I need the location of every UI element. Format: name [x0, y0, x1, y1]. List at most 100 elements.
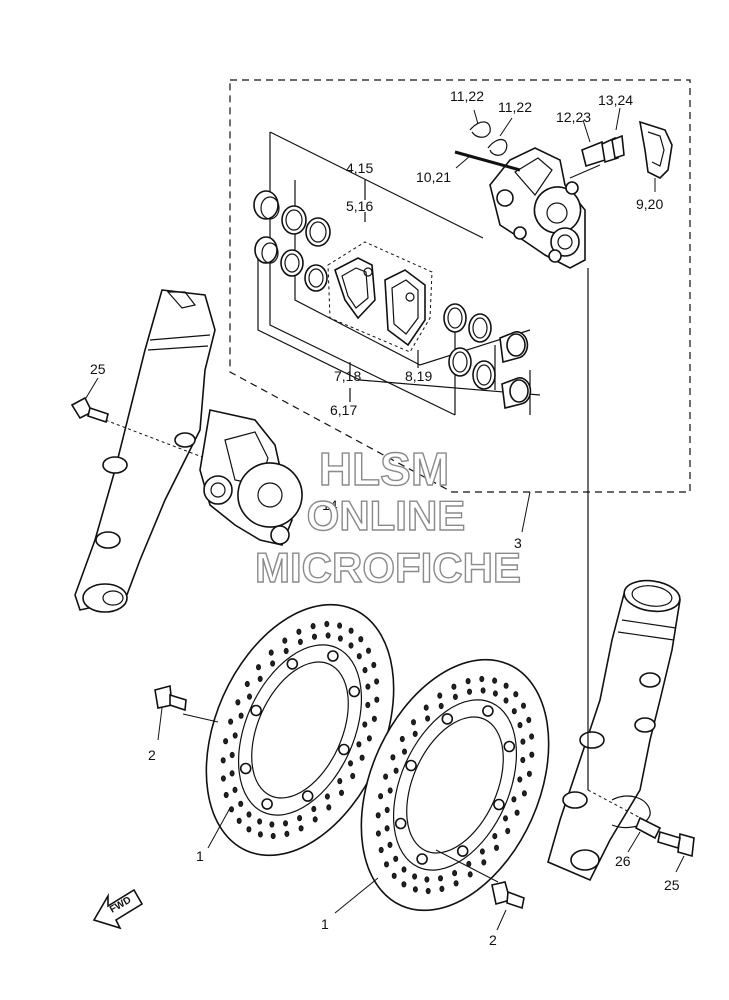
caliper-assembly [199, 409, 303, 546]
left-fork-outer-tube [74, 289, 216, 613]
label-2-left: 2 [148, 747, 156, 763]
disc-drill-hole [296, 628, 302, 635]
disc-carrier-bolt [456, 845, 469, 857]
disc-drill-hole [393, 767, 399, 774]
disc-bolt-right [491, 881, 525, 931]
disc-drill-hole [437, 692, 443, 699]
disc-drill-hole [348, 627, 354, 634]
hose-guide [611, 795, 662, 853]
disc-drill-hole [362, 667, 368, 674]
disc-carrier-bolt [348, 685, 361, 698]
forward-direction-arrow: FWD [92, 888, 144, 930]
caliper-mounting-bolt-left [70, 377, 109, 424]
disc-carrier-bolt [493, 798, 505, 811]
disc-drill-hole [374, 678, 380, 685]
disc-drill-hole [223, 738, 229, 745]
disc-drill-hole [326, 804, 332, 811]
disc-drill-hole [223, 791, 229, 799]
caliper-pistons-right [443, 303, 532, 409]
disc-drill-hole [494, 844, 499, 851]
disc-drill-hole [384, 861, 389, 868]
caliper-body-kit [489, 147, 586, 269]
disc-drill-hole [390, 754, 396, 761]
disc-drill-hole [366, 735, 372, 742]
disc-drill-hole [479, 848, 485, 855]
disc-drill-hole [282, 637, 288, 644]
disc-drill-hole [411, 719, 416, 726]
disc-drill-hole [358, 636, 364, 643]
watermark: HLSM ONLINE MICROFICHE [254, 442, 521, 591]
disc-drill-hole [284, 830, 290, 838]
disc-drill-hole [378, 793, 384, 800]
disc-drill-hole [465, 678, 471, 685]
disc-drill-hole [425, 715, 431, 722]
disc-drill-hole [492, 833, 498, 840]
brake-disc-right [360, 658, 550, 912]
disc-drill-hole [229, 806, 234, 813]
disc-drill-hole [232, 732, 238, 739]
disc-drill-hole [479, 675, 485, 683]
disc-drill-hole [452, 870, 458, 877]
disc-carrier-bolt [503, 740, 516, 753]
disc-drill-hole [362, 721, 368, 728]
disc-drill-hole [401, 866, 407, 873]
disc-drill-hole [247, 693, 252, 700]
disc-drill-hole [412, 886, 418, 893]
disc-drill-hole [423, 704, 429, 711]
disc-drill-hole [517, 722, 523, 729]
disc-drill-hole [505, 827, 511, 835]
label-6-17: 6,17 [330, 402, 357, 418]
disc-drill-hole [529, 751, 535, 758]
caliper-kit-boundary [229, 79, 691, 493]
pad-pin-and-clips [454, 109, 521, 172]
brake-pad-group-outline [327, 241, 433, 353]
disc-drill-hole [324, 793, 330, 800]
disc-drill-hole [412, 730, 418, 738]
label-7-18: 7,18 [334, 368, 361, 384]
disc-drill-hole [393, 855, 399, 862]
label-2-right: 2 [489, 932, 497, 948]
brake-pad-right [384, 269, 426, 347]
disc-drill-hole [503, 682, 509, 689]
bleed-screw-assembly [569, 107, 625, 179]
disc-drill-hole [520, 738, 526, 745]
disc-bolt-left [154, 684, 187, 741]
disc-drill-hole [520, 756, 526, 764]
disc-drill-hole [268, 649, 274, 656]
disc-drill-hole [270, 832, 276, 840]
right-fork-outer-tube [547, 579, 681, 882]
disc-drill-hole [310, 623, 316, 630]
disc-drill-hole [521, 790, 527, 797]
disc-drill-hole [467, 688, 472, 695]
disc-drill-hole [378, 846, 384, 854]
disc-drill-hole [365, 683, 371, 690]
label-3: 3 [514, 535, 522, 551]
disc-carrier-bolt [250, 704, 262, 717]
disc-drill-hole [257, 675, 263, 683]
disc-drill-hole [337, 778, 343, 785]
caliper-pistons-lower [254, 236, 328, 292]
disc-drill-hole [424, 876, 430, 883]
disc-drill-hole [324, 620, 330, 628]
disc-drill-hole [348, 642, 354, 649]
disc-drill-hole [375, 830, 381, 837]
disc-drill-hole [425, 887, 431, 895]
disc-drill-hole [503, 815, 508, 822]
disc-drill-hole [375, 812, 381, 819]
brake-pad-left [334, 257, 376, 320]
disc-drill-hole [452, 693, 458, 701]
exploded-view-guide-lines [257, 131, 541, 416]
caliper-mounting-bolt-right [657, 830, 695, 873]
label-8-19: 8,19 [405, 368, 432, 384]
disc-drill-hole [312, 816, 318, 823]
label-13-24: 13,24 [598, 92, 633, 108]
disc-drill-hole [511, 708, 517, 715]
disc-drill-hole [232, 786, 238, 794]
disc-drill-hole [220, 775, 226, 782]
disc-drill-hole [383, 773, 389, 780]
disc-carrier-bolt [327, 650, 339, 662]
label-25-right: 25 [664, 877, 680, 893]
disc-drill-hole [513, 691, 519, 698]
label-11-22-a: 11,22 [450, 88, 484, 104]
disc-drill-hole [246, 826, 252, 833]
